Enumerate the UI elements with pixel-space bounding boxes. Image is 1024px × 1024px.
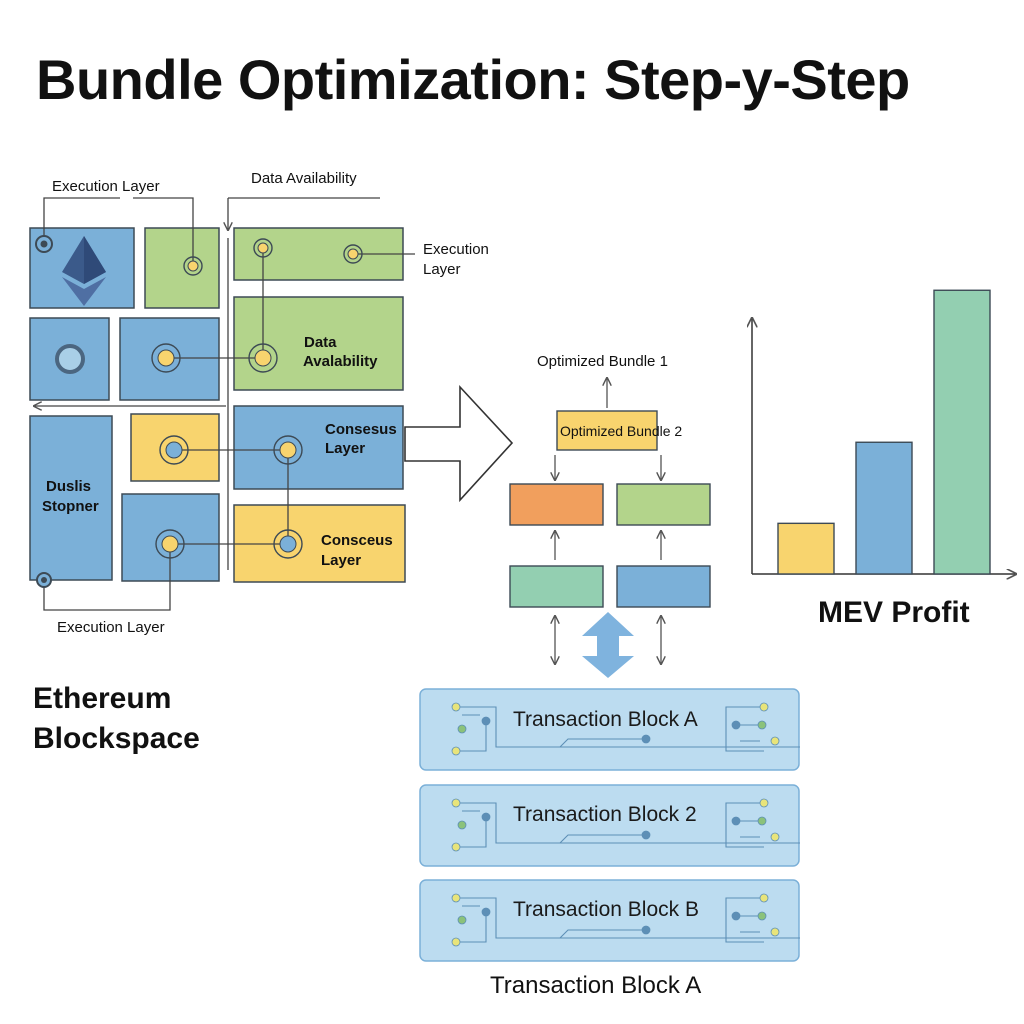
- grid-connectors: [34, 197, 415, 611]
- transaction-blocks: [419, 688, 800, 962]
- ethereum-logo-icon: [62, 236, 106, 306]
- circuit-icon: [451, 702, 800, 756]
- node-icon: [155, 529, 185, 559]
- tile-label-consensus-1: Consesus: [325, 421, 397, 438]
- tile-label-consensus-1-layer: Layer: [325, 440, 366, 457]
- label-data-availability-top: Data Availability: [251, 170, 357, 187]
- node-icon: [273, 529, 303, 559]
- big-arrow-icon: [404, 384, 514, 503]
- transaction-block: [419, 879, 800, 962]
- node-icon: [183, 256, 203, 276]
- node-icon: [35, 235, 53, 253]
- double-arrow-icon: [582, 612, 634, 678]
- label-execution-layer-bottom: Execution Layer: [57, 619, 165, 636]
- tile-left-tall: [29, 415, 113, 581]
- circuit-icon: [451, 893, 800, 947]
- tile-label-data: Data: [304, 334, 337, 351]
- bundle-2-box: [556, 410, 658, 451]
- node-icon: [248, 343, 278, 373]
- tx-block-label: Transaction Block A: [513, 708, 698, 731]
- bundle-teal-box: [509, 565, 604, 608]
- node-icon: [273, 435, 303, 465]
- bundle-stack: [509, 378, 711, 678]
- footer-label: Transaction Block A: [490, 972, 702, 999]
- tile-label-left-tall-1: Duslis: [46, 478, 92, 495]
- blockspace-label-line1: Ethereum: [33, 682, 172, 715]
- chart-bar: [855, 441, 913, 575]
- tile-consensus-1: [233, 405, 404, 490]
- tile-label-consensus-2: Consceus: [321, 532, 393, 549]
- node-icons: [35, 235, 363, 588]
- node-icon: [55, 344, 85, 374]
- chart-title: MEV Profit: [818, 596, 970, 629]
- bundle-1-label: Optimized Bundle 1: [537, 353, 668, 370]
- label-execution-right-line1: Execution: [423, 241, 489, 258]
- tx-block-label: Transaction Block 2: [513, 803, 697, 826]
- tx-block-label: Transaction Block B: [513, 898, 699, 921]
- transaction-block: [419, 688, 800, 771]
- tile-label-availability: Avalability: [303, 353, 378, 370]
- page-title: Bundle Optimization: Step-y-Step: [36, 48, 910, 111]
- node-icon: [253, 238, 273, 258]
- mev-chart: [752, 289, 1016, 575]
- chart-bar: [933, 289, 991, 575]
- blockspace-grid: [29, 227, 406, 583]
- bundle-orange-box: [509, 483, 604, 526]
- chart-bar: [777, 522, 835, 575]
- tile-label-left-tall-2: Stopner: [42, 498, 99, 515]
- transaction-block: [419, 784, 800, 867]
- blockspace-label-line2: Blockspace: [33, 722, 200, 755]
- node-icon: [151, 343, 181, 373]
- label-execution-layer-top: Execution Layer: [52, 178, 160, 195]
- node-icon: [343, 244, 363, 264]
- tile-label-consensus-2-layer: Layer: [321, 552, 362, 569]
- bundle-blue-box: [616, 565, 711, 608]
- bundle-green-box: [616, 483, 711, 526]
- node-icon: [36, 572, 52, 588]
- tile-green-small: [144, 227, 220, 309]
- label-execution-right-line2: Layer: [423, 261, 461, 278]
- node-icon: [159, 435, 189, 465]
- bundle-2-label: Optimized Bundle 2: [560, 423, 683, 439]
- circuit-icon: [451, 798, 800, 852]
